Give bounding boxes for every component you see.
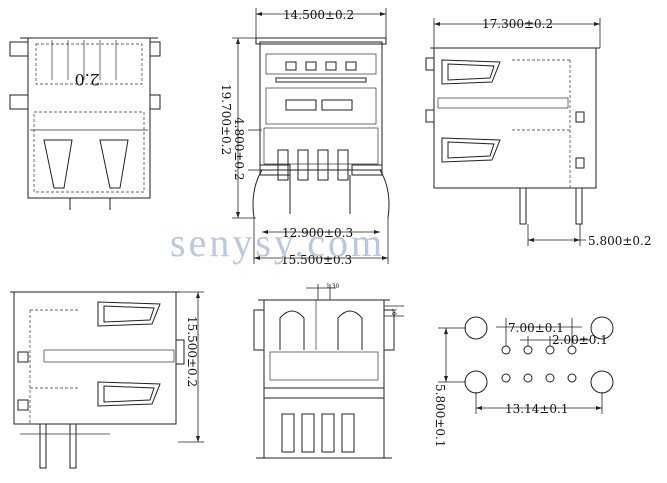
watermark: senysy.com: [170, 220, 385, 265]
dim-right-pin: 5.800±0.2: [527, 224, 652, 248]
dim-pad-spacing-small-label: 2.00±0.1: [552, 333, 608, 347]
pad-large: [464, 370, 488, 394]
pad-large: [464, 316, 488, 340]
pad-large: [590, 370, 614, 394]
view-top-center: [252, 37, 390, 219]
dim-bottom-outer-label: 15.500±0.3: [281, 253, 352, 267]
dim-inner-height-label: 4.800±0.2: [232, 117, 246, 181]
view-bottom-center: [253, 299, 395, 459]
dim-right-pin-label: 5.800±0.2: [588, 234, 652, 248]
dim-left-height: 19.700±0.2 4.800±0.2: [219, 37, 262, 219]
dim-right-top-width-label: 17.300±0.2: [482, 17, 553, 31]
dim-small-side-label: 10: [390, 308, 397, 316]
view-top-right: [425, 47, 600, 225]
dim-top-width: 14.500±0.2: [255, 8, 387, 38]
view-top-left: [9, 37, 161, 210]
view-bottom-left: [10, 291, 185, 469]
dim-side-height-label: 15.500±0.2: [185, 316, 199, 387]
dim-small: 1.30 10: [306, 283, 404, 317]
dim-pad-spacing-large-label: 7.00±0.1: [508, 321, 564, 335]
pad-large: [590, 316, 614, 340]
dim-top-width-label: 14.500±0.2: [283, 8, 354, 22]
dim-small-top-label: 1.30: [326, 283, 340, 290]
dim-right-top-width: 17.300±0.2: [433, 17, 601, 48]
dim-side-height: 15.500±0.2: [178, 291, 204, 443]
dim-pcb: 7.00±0.1 2.00±0.1 5.800±0.1 13.14±0.1: [433, 318, 608, 448]
dim-pad-span-label: 13.14±0.1: [505, 402, 569, 416]
dim-left-height-label: 19.700±0.2: [219, 84, 233, 155]
dim-pad-row-distance-label: 5.800±0.1: [433, 384, 447, 448]
dim-bottom-widths: 12.900±0.3 15.500±0.3: [253, 218, 389, 267]
dim-bottom-inner-label: 12.900±0.3: [282, 226, 353, 240]
mirrored-label: 2.0: [75, 70, 100, 89]
